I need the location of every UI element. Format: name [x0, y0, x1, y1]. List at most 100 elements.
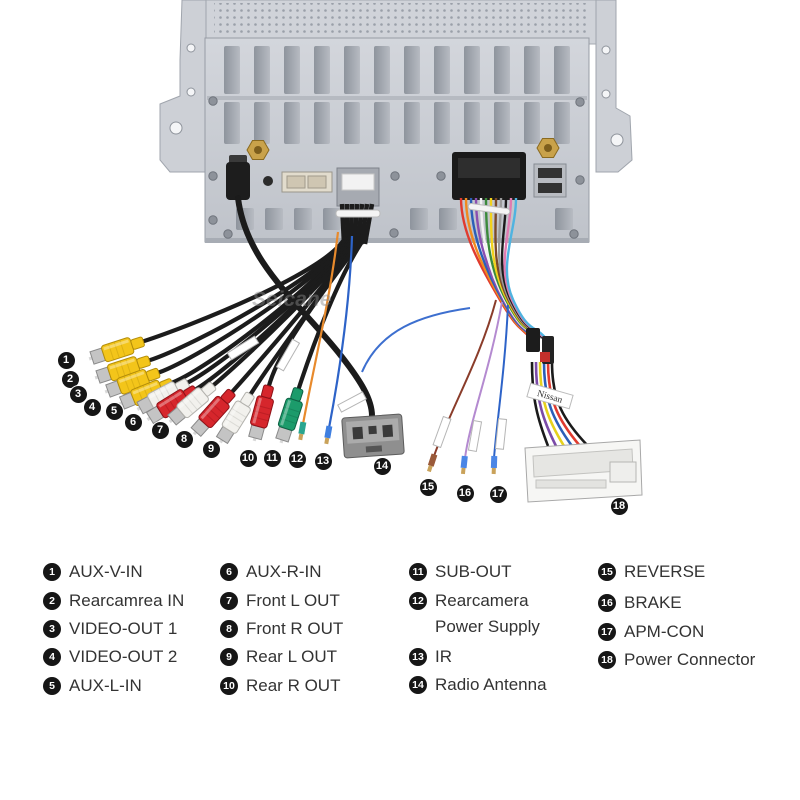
rca-plug-strain-relief: [130, 336, 145, 350]
legend-number-badge: 9: [220, 648, 238, 666]
legend-label: VIDEO-OUT 1: [69, 619, 178, 638]
legend-item: 17 APM-CON: [598, 622, 704, 642]
rca-plug-grip: [255, 404, 272, 410]
rca-plug-3: [104, 367, 161, 398]
harness-wire: [530, 361, 550, 447]
rca-plug-2: [94, 355, 151, 384]
rca-plug-grip: [207, 406, 220, 419]
vent-slots: [224, 46, 573, 230]
harness-wire: [546, 361, 581, 447]
vent-slot: [314, 102, 330, 144]
legend-number-badge: 8: [220, 620, 238, 638]
power-connector: [524, 439, 643, 503]
panel-hole: [263, 176, 273, 186]
vent-slot: [404, 46, 420, 94]
reverse-tip: [427, 453, 438, 473]
rca-plug-grip: [211, 402, 224, 414]
vent-slot: [404, 102, 420, 144]
amp-con-tip: [490, 455, 498, 475]
rca-plug-highlight: [252, 397, 262, 424]
ir-wire: [327, 235, 354, 429]
antenna-plug: [229, 155, 247, 164]
legend-number-badge: 4: [43, 648, 61, 666]
amp-con-wire: [493, 304, 509, 459]
rca-plug-grip: [280, 418, 296, 424]
legend-number-badge: 18: [598, 651, 616, 669]
rca-plug-strain-relief: [145, 367, 161, 382]
callout-badge-15: 15: [418, 477, 438, 497]
vent-slot: [464, 102, 480, 144]
rca-plug-highlight: [280, 399, 292, 426]
vent-slot: [344, 46, 360, 94]
panel-shadow: [205, 238, 589, 243]
rca-plug-highlight: [223, 402, 241, 427]
rca-cable: [266, 233, 367, 388]
rca-plug-grip: [253, 410, 270, 416]
harness-wire: [538, 361, 566, 447]
cross-beam: [207, 96, 587, 100]
legend-label: APM-CON: [624, 622, 705, 641]
rca-plug-grip: [225, 418, 240, 428]
gps-socket-center: [544, 144, 552, 152]
vent-slot: [524, 46, 540, 94]
rca-plug-grip: [186, 396, 198, 410]
cage-perforation: [214, 3, 586, 35]
vent-slot: [554, 46, 570, 94]
legend-label: VIDEO-OUT 2: [69, 647, 178, 666]
rca-plug-grip: [119, 340, 126, 356]
legend-number-badge: 1: [43, 563, 61, 581]
legend-number-badge: 15: [598, 563, 616, 581]
legend-label: Front L OUT: [246, 591, 340, 610]
head-unit-wiring-diagram: Nissan Seicane: [88, 0, 643, 503]
aux-port-right: [307, 175, 327, 189]
legend-item: 15 REVERSE: [598, 562, 705, 582]
rca-plug-highlight: [103, 339, 129, 351]
legend-number-badge: 17: [598, 623, 616, 641]
vent-slot: [434, 102, 450, 144]
rca-plug-body: [250, 395, 274, 429]
callout-badge-12: 12: [287, 449, 307, 469]
rca-plug-grip: [162, 400, 172, 415]
harness-zip-tie: [467, 202, 511, 216]
vent-slot: [254, 102, 270, 144]
rca-plugs: [88, 336, 304, 445]
callout-badge-9: 9: [201, 439, 221, 459]
antenna-plug-body: [226, 162, 250, 200]
callout-badge-6: 6: [123, 412, 143, 432]
legend-number-badge: 10: [220, 677, 238, 695]
legend-label: Power Connector: [624, 650, 756, 669]
rca-plug-grip: [181, 400, 193, 414]
rca-plug-highlight: [158, 391, 183, 408]
rca-cables: [141, 233, 369, 397]
rca-plug-8: [190, 388, 236, 438]
legend-label: AUX-R-IN: [246, 562, 322, 581]
legend-label: AUX-V-IN: [69, 562, 143, 581]
legend-item: 18 Power Connector: [598, 650, 755, 670]
callout-badge-3: 3: [68, 384, 88, 404]
rca-plug-grip: [129, 374, 136, 390]
legend-label: SUB-OUT: [435, 562, 512, 581]
vent-slot: [284, 46, 300, 94]
usb-port-bottom: [538, 183, 562, 193]
legend-label: Rear L OUT: [246, 647, 338, 666]
legend-number-badge: 12: [409, 592, 427, 610]
ir-tip: [324, 425, 333, 445]
rca-plug-highlight: [178, 389, 201, 409]
wire-tags: [226, 335, 508, 453]
callout-badge-18: 18: [609, 496, 629, 516]
legend-label: Rearcamrea IN: [69, 591, 185, 610]
power-socket-inner: [458, 158, 520, 178]
vent-slot: [265, 208, 283, 230]
vent-slot: [314, 46, 330, 94]
legend-number-badge: 13: [409, 648, 427, 666]
rca-cable: [230, 233, 363, 394]
vent-slot: [374, 46, 390, 94]
rca-plug-highlight: [118, 371, 145, 383]
vent-slot: [555, 208, 573, 230]
vent-slot: [464, 46, 480, 94]
rca-plug-strain-relief: [240, 391, 255, 407]
power-harness-lower: [530, 361, 589, 447]
rca-cable: [296, 233, 369, 391]
harness-wire: [534, 361, 558, 447]
rca-plug-strain-relief: [201, 381, 217, 397]
